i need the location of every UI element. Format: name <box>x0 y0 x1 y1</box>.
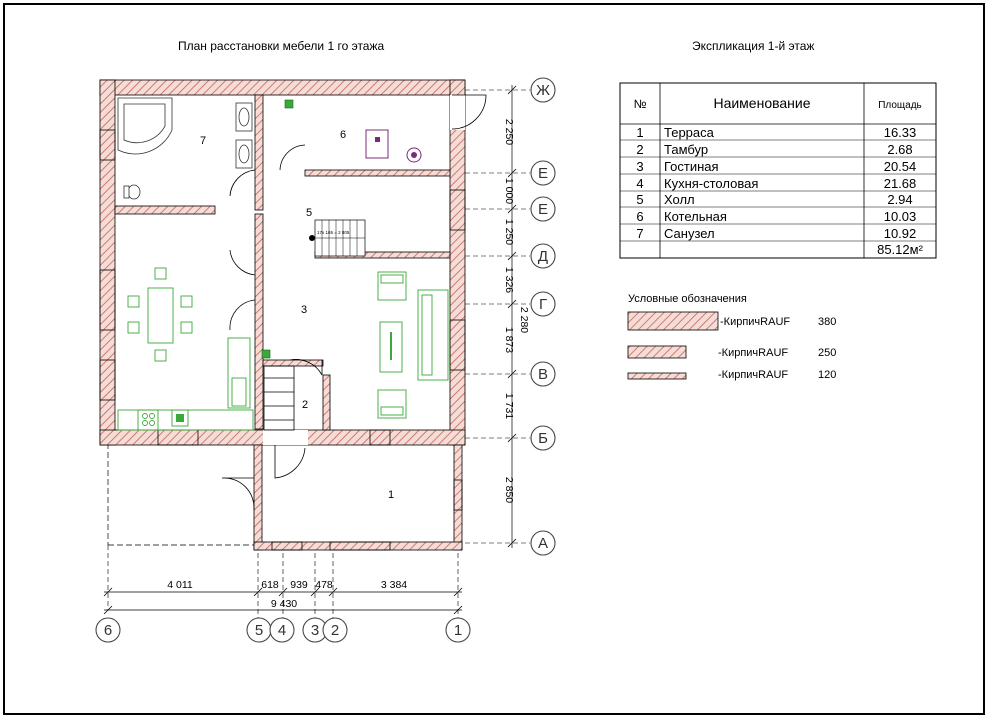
axis-label: 5 <box>255 622 263 639</box>
room-number: 5 <box>306 207 312 219</box>
table-cell: 2 <box>636 142 643 157</box>
axis-label: Е <box>538 165 548 182</box>
room-numbers: 1 2 3 5 6 7 <box>200 129 394 501</box>
table-cell: Котельная <box>664 209 727 224</box>
dim-label: 2 280 <box>518 307 530 333</box>
legend: Условные обозначения -КирпичRAUF 380 -Ки… <box>627 293 836 381</box>
axis-label: Ж <box>536 82 550 99</box>
boiler-equipment <box>261 99 422 359</box>
axis-label: Е <box>538 201 548 218</box>
table-cell: 20.54 <box>884 159 917 174</box>
dim-label: 1 731 <box>503 393 515 419</box>
dim-label: 4 011 <box>167 579 193 591</box>
table-header-name: Наименование <box>713 95 810 111</box>
table-cell: 4 <box>636 176 643 191</box>
drawing-frame <box>3 3 985 715</box>
axis-label: Д <box>538 248 548 265</box>
dim-label: 478 <box>315 579 333 591</box>
table-cell: 10.92 <box>884 226 917 241</box>
table-header-area: Площадь <box>878 100 922 111</box>
axis-label: 4 <box>278 622 286 639</box>
explication-table: № Наименование Площадь 1 Терраса 16.33 2… <box>619 82 937 259</box>
room-number: 2 <box>302 399 308 411</box>
stair-note: 17х 165 = 2 805 <box>317 230 350 235</box>
vertical-dimensions: 2 250 1 000 1 250 1 326 2 280 1 873 1 73… <box>503 85 530 548</box>
table-cell: 3 <box>636 159 643 174</box>
dim-label: 618 <box>261 579 279 591</box>
room-number: 1 <box>388 489 394 501</box>
table-cell: 10.03 <box>884 209 917 224</box>
table-cell: Гостиная <box>664 159 719 174</box>
table-total: 85.12м² <box>877 242 923 257</box>
bathroom-fixtures <box>117 97 253 200</box>
table-cell: Терраса <box>664 125 715 140</box>
axis-lines <box>107 89 530 618</box>
axis-label: Г <box>539 296 547 313</box>
table-cell: 2.94 <box>887 192 912 207</box>
dim-label: 3 384 <box>381 579 407 591</box>
room-number: 7 <box>200 135 206 147</box>
axis-number-markers: 6 5 4 3 2 1 <box>95 617 471 643</box>
axis-label: 2 <box>331 622 339 639</box>
axis-label: А <box>538 535 548 552</box>
dining-furniture <box>117 267 254 431</box>
dim-label: 2 850 <box>503 477 515 503</box>
axis-label: 1 <box>454 622 462 639</box>
legend-item-label: -КирпичRAUF <box>718 369 788 381</box>
axis-label: В <box>538 366 548 383</box>
table-cell: 5 <box>636 192 643 207</box>
dim-label: 1 000 <box>503 178 515 204</box>
dim-label: 939 <box>290 579 308 591</box>
doors <box>221 94 487 511</box>
table-cell: Кухня-столовая <box>664 176 758 191</box>
living-furniture <box>377 271 449 419</box>
table-header-num: № <box>634 97 647 111</box>
room-number: 3 <box>301 304 307 316</box>
table-cell: 16.33 <box>884 125 917 140</box>
staircase: 17х 165 = 2 805 <box>309 219 366 257</box>
legend-item-value: 120 <box>818 369 836 381</box>
table-cell: 2.68 <box>887 142 912 157</box>
dim-label: 1 250 <box>503 219 515 245</box>
room-number: 6 <box>340 129 346 141</box>
legend-item-value: 380 <box>818 316 836 328</box>
tambour-lines <box>263 365 295 431</box>
plan-title: План расстановки мебели 1 го этажа <box>178 39 385 53</box>
legend-item-label: -КирпичRAUF <box>720 316 790 328</box>
legend-item-label: -КирпичRAUF <box>718 347 788 359</box>
table-cell: Санузел <box>664 226 715 241</box>
dim-label: 2 250 <box>503 119 515 145</box>
table-cell: 6 <box>636 209 643 224</box>
dim-label: 1 326 <box>503 267 515 293</box>
axis-label: 6 <box>104 622 112 639</box>
axis-letter-markers: Ж Е Е Д Г В Б А <box>530 77 556 556</box>
table-cell: 7 <box>636 226 643 241</box>
walls <box>99 79 466 551</box>
axis-label: Б <box>538 430 548 447</box>
dim-label: 1 873 <box>503 327 515 353</box>
legend-item-value: 250 <box>818 347 836 359</box>
table-cell: 21.68 <box>884 176 917 191</box>
table-cell: 1 <box>636 125 643 140</box>
explication-title: Экспликация 1-й этаж <box>692 39 814 53</box>
legend-title: Условные обозначения <box>628 293 747 305</box>
table-cell: Тамбур <box>664 142 708 157</box>
dim-total-label: 9 430 <box>271 598 297 610</box>
axis-label: 3 <box>311 622 319 639</box>
horizontal-dimensions: 4 011 618 939 478 3 384 9 430 <box>103 579 463 615</box>
table-cell: Холл <box>664 192 695 207</box>
